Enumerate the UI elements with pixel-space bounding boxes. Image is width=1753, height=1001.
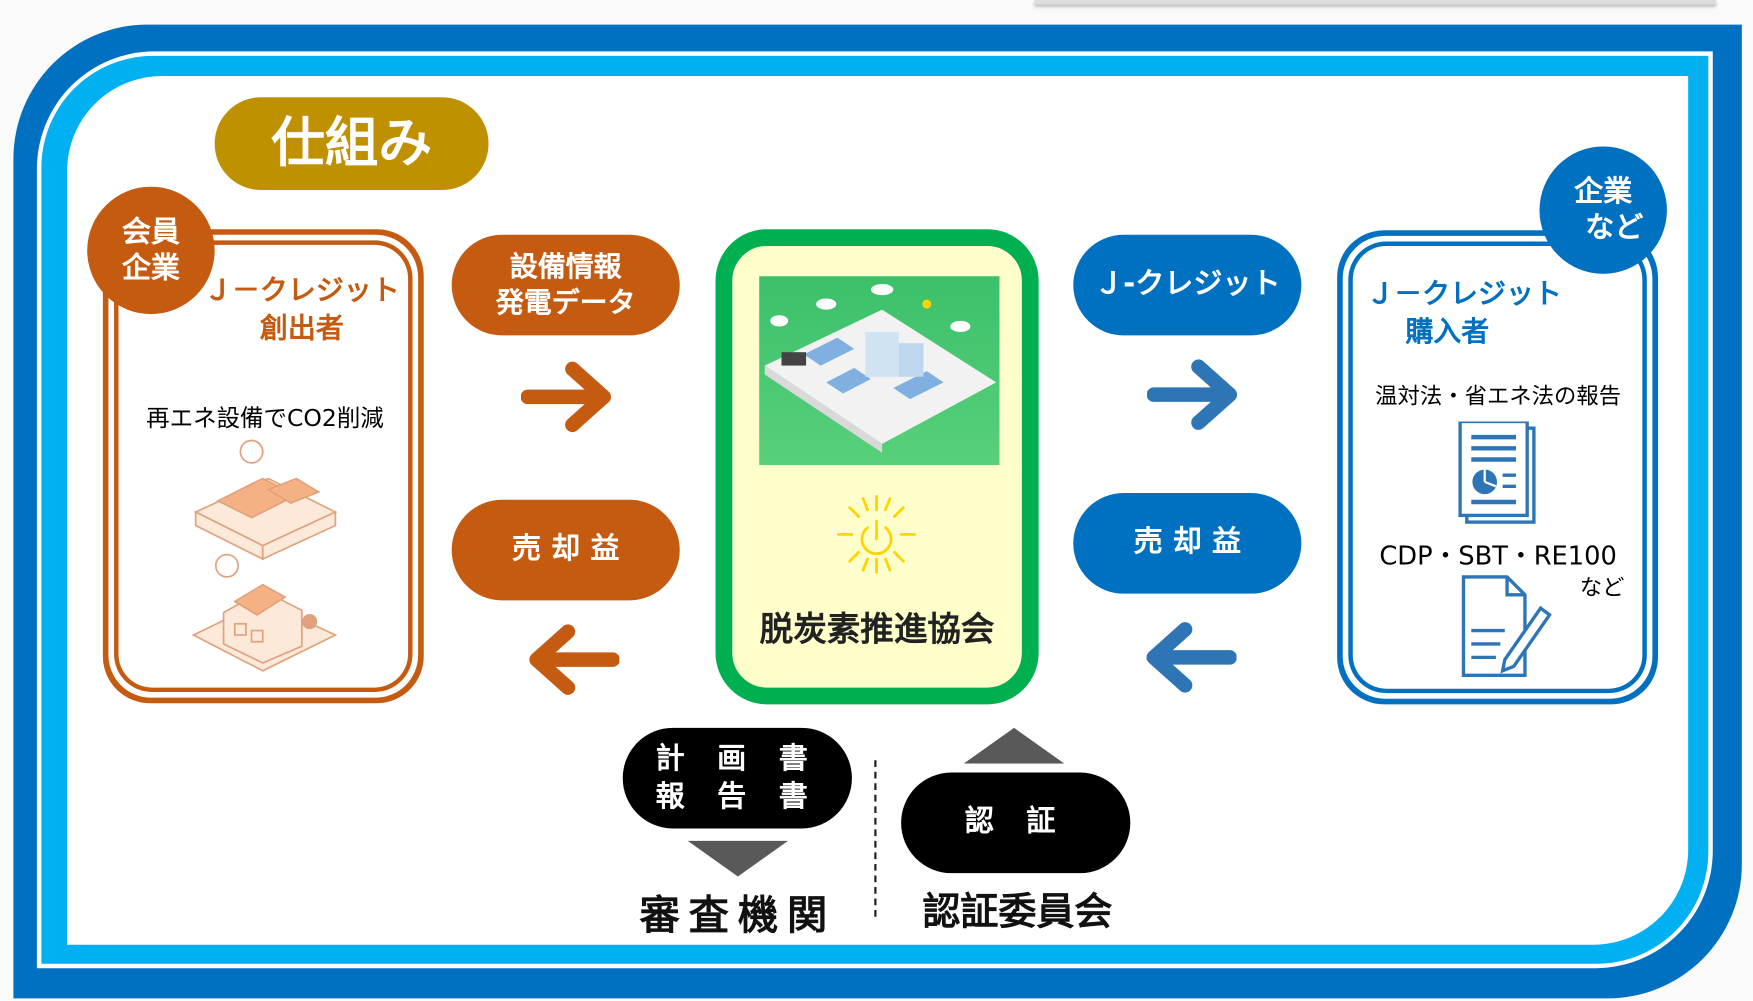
sun-power-icon: [837, 494, 916, 574]
review-body-label: 審査機関: [639, 893, 837, 940]
flow-line: 発電データ: [495, 286, 636, 319]
doc-line: 報 告 書: [655, 780, 819, 814]
document-pen-icon: [1461, 575, 1552, 677]
flow-line: 設備情報: [509, 249, 622, 283]
buyer-role: Ｊ－クレジット 購入者: [1366, 275, 1578, 351]
solar-house-illustration: [191, 439, 338, 672]
creator-role: Ｊ－クレジット 創出者: [201, 272, 402, 348]
title-badge: 仕組み: [214, 97, 489, 191]
sale-proceeds-right: 売 却 益: [1073, 493, 1302, 594]
certification-label: 認 証: [964, 805, 1067, 839]
report-document-icon: [1458, 421, 1536, 524]
badge-line: 会員: [121, 215, 180, 249]
buyer-use-etc: など: [1579, 573, 1625, 601]
badge-line: 企業: [121, 251, 180, 286]
j-credit-flow: Ｊ-クレジット: [1073, 234, 1302, 336]
divider-dashed: [874, 760, 877, 917]
creator-description: 再エネ設備でCO2削減: [146, 404, 384, 432]
equipment-data-flow: 設備情報 発電データ: [451, 234, 680, 336]
badge-line: 企業: [1574, 174, 1633, 209]
certification-step: 認 証: [901, 772, 1131, 874]
arrow-left-icon: [529, 624, 620, 695]
center-organization-name: 脱炭素推進協会: [759, 610, 995, 650]
buyer-use-frameworks: CDP・SBT・RE100: [1379, 542, 1617, 572]
role-line: 創出者: [259, 311, 344, 345]
triangle-up-icon: [963, 727, 1065, 764]
plan-report-documents: 計 画 書 報 告 書: [622, 727, 852, 829]
role-line: 購入者: [1405, 315, 1490, 348]
city-illustration: [759, 276, 1000, 466]
top-shadow-bar: [1034, 0, 1717, 5]
role-line: Ｊ－クレジット: [1366, 277, 1562, 310]
member-company-badge: 会員 企業: [87, 186, 215, 315]
arrow-left-icon: [1146, 622, 1237, 693]
arrow-right-icon: [1147, 359, 1238, 430]
sale-proceeds-left: 売 却 益: [451, 499, 680, 601]
buyer-use-reporting: 温対法・省エネ法の報告: [1375, 382, 1622, 410]
doc-line: 計 画 書: [655, 742, 819, 776]
triangle-down-icon: [687, 840, 789, 877]
arrow-right-icon: [520, 361, 611, 433]
certification-body-label: 認証委員会: [922, 889, 1113, 935]
role-line: Ｊ－クレジット: [204, 273, 400, 307]
companies-badge: 企業 など: [1539, 146, 1667, 274]
badge-line: など: [1585, 211, 1644, 245]
